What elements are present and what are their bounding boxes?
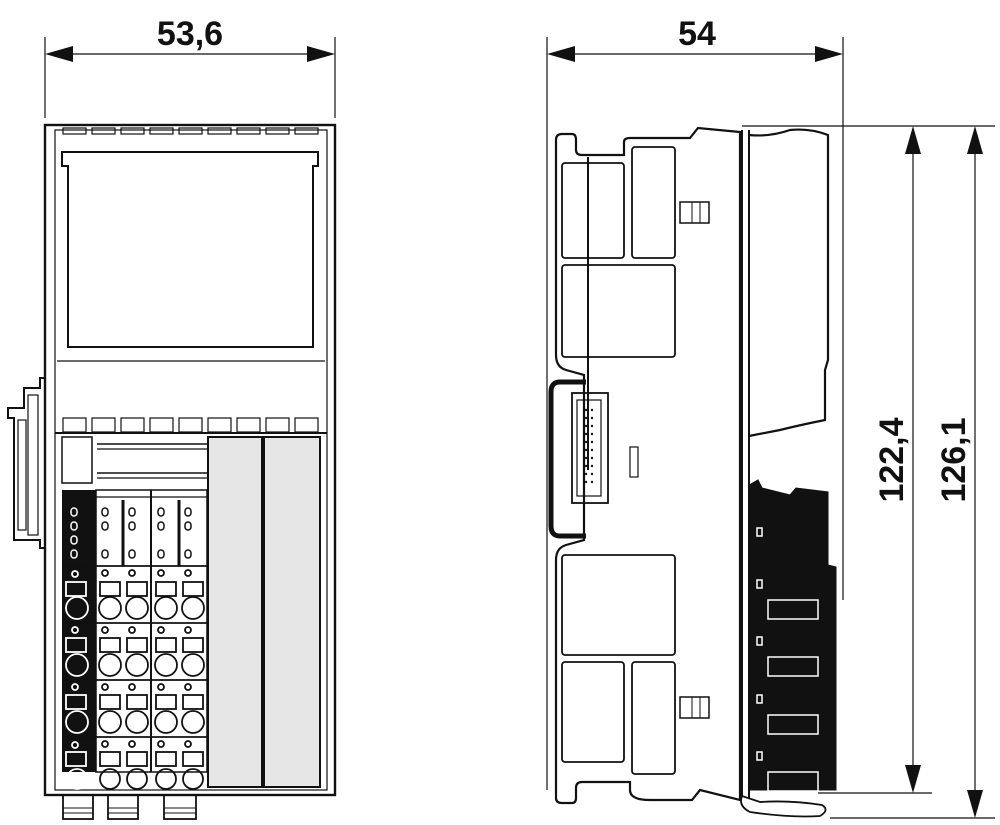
bottom-connectors xyxy=(62,794,197,820)
depth-dimension-label: 54 xyxy=(678,15,716,53)
side-view: 54 122,4 126,1 xyxy=(546,15,995,819)
height-dimension-inner: 122,4 xyxy=(873,126,921,793)
din-rail xyxy=(548,379,586,539)
power-module-leds xyxy=(70,507,78,559)
terminal-rows xyxy=(62,565,207,790)
din-rail-clip xyxy=(7,377,45,549)
io-module-leds xyxy=(101,507,192,559)
height-dimension-outer: 126,1 xyxy=(935,126,983,818)
terminal-block xyxy=(748,479,837,791)
depth-dimension: 54 xyxy=(546,15,844,790)
top-vents xyxy=(62,127,319,135)
blank-module-1 xyxy=(207,436,263,788)
front-cover xyxy=(748,128,830,438)
terminal-block-slots xyxy=(756,527,819,792)
front-view: 53,6 xyxy=(7,15,337,820)
bus-connector xyxy=(571,392,609,504)
width-dimension: 53,6 xyxy=(44,15,336,118)
side-switch-bottom xyxy=(679,696,710,719)
release-lever xyxy=(740,794,827,818)
height-inner-label: 122,4 xyxy=(873,417,911,502)
height-outer-label: 126,1 xyxy=(935,417,973,502)
bottom-vents xyxy=(62,417,319,433)
blank-module-2 xyxy=(263,436,321,788)
connector-pins xyxy=(584,408,594,484)
side-housing xyxy=(554,126,742,805)
side-switch-top xyxy=(679,201,710,224)
power-module xyxy=(62,490,96,772)
label-window xyxy=(61,151,319,348)
width-dimension-label: 53,6 xyxy=(157,15,223,53)
